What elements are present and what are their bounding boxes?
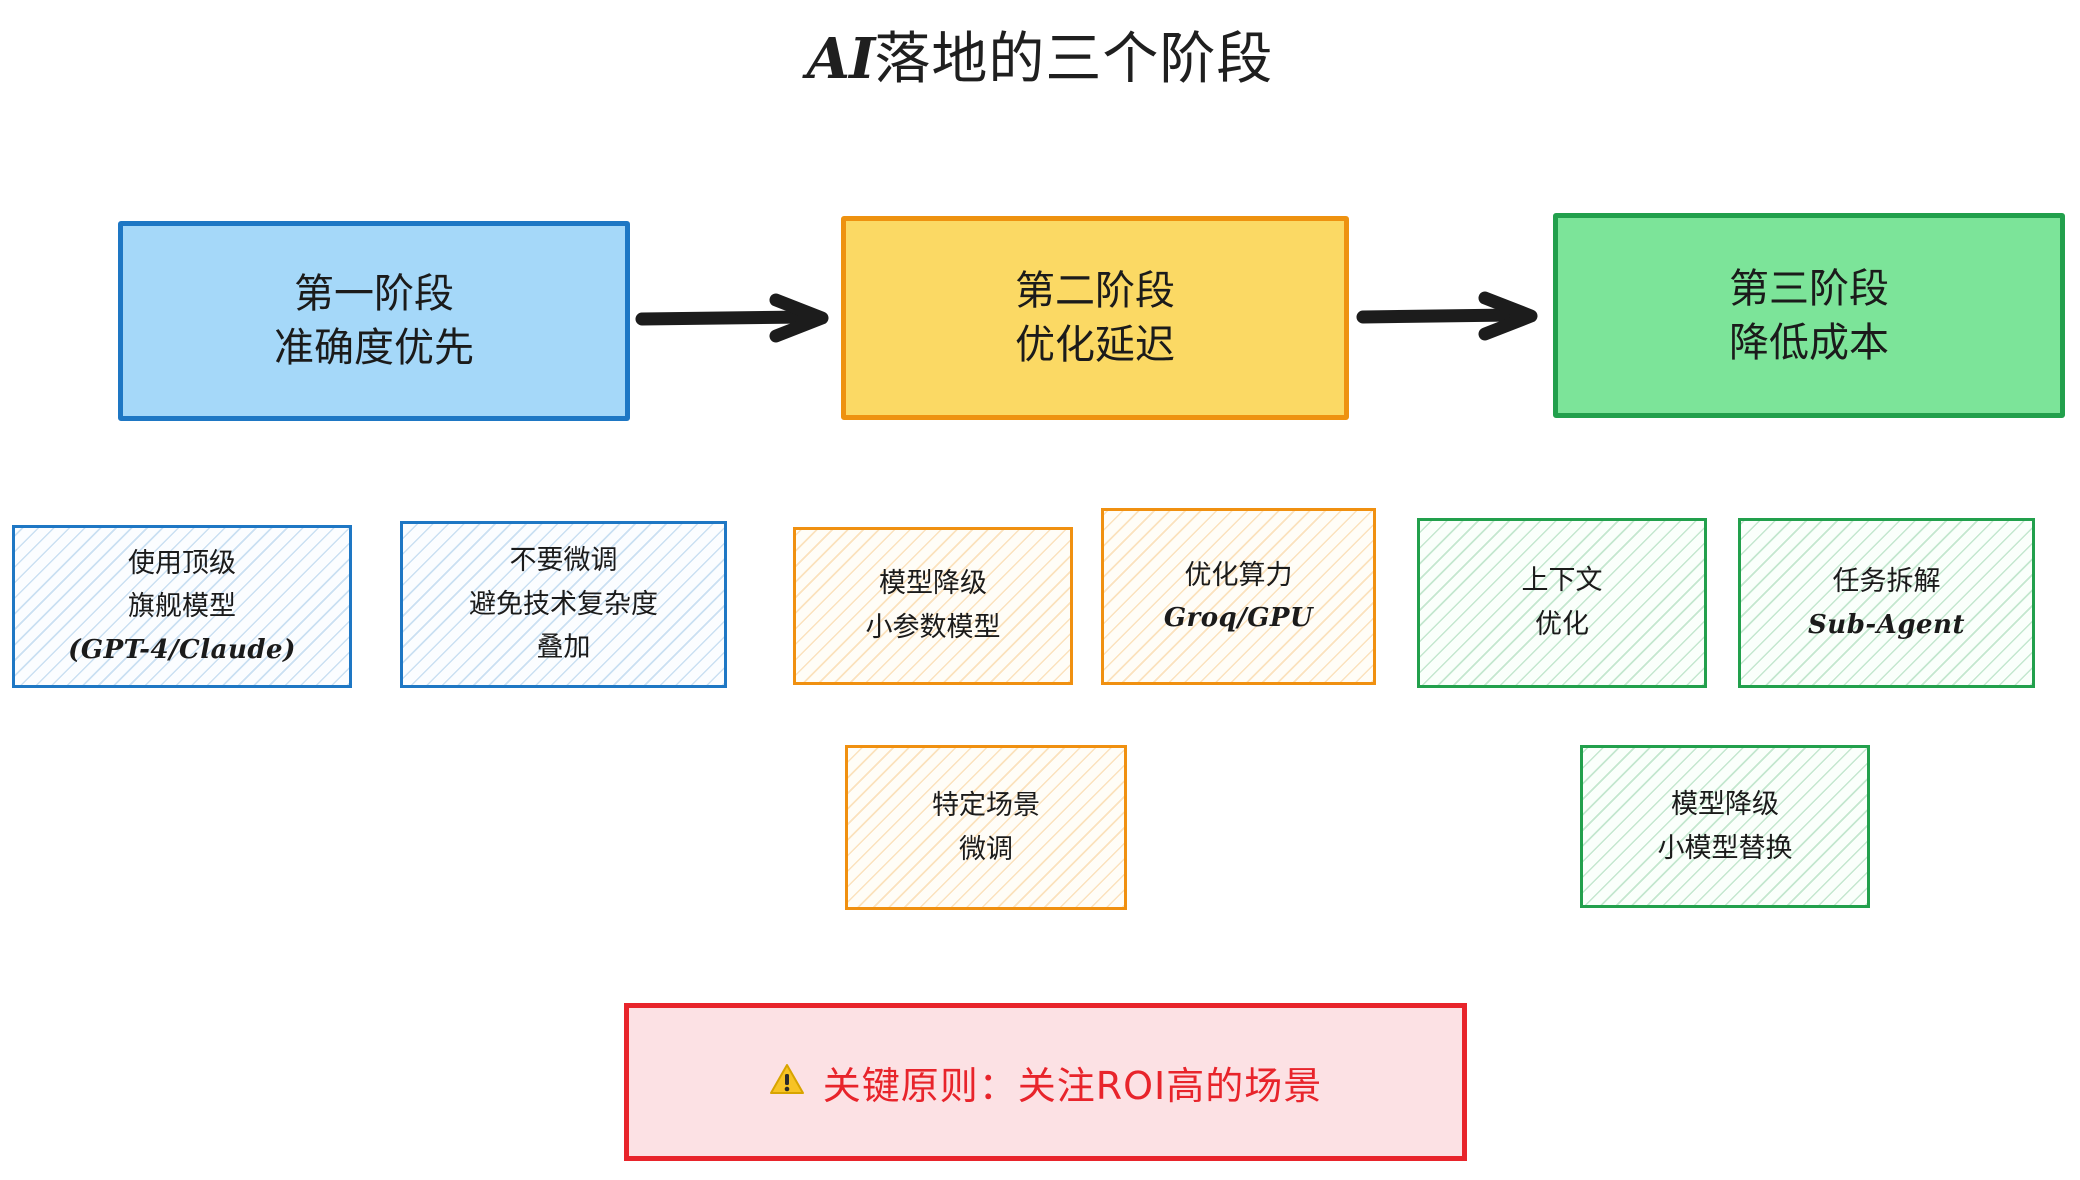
stage-1-line2: 准确度优先 xyxy=(274,325,474,371)
sub-box-specific-scenario-finetune[interactable]: 特定场景 微调 xyxy=(845,745,1127,910)
sub-3-line1: 模型降级 xyxy=(879,568,987,600)
key-principle-text: 关键原则：关注ROI高的场景 xyxy=(822,1063,1323,1108)
sub-box-model-downgrade-small-params[interactable]: 模型降级 小参数模型 xyxy=(793,527,1073,685)
sub-2-line2: 避免技术复杂度 xyxy=(469,588,658,620)
stage-box-2[interactable]: 第二阶段 优化延迟 xyxy=(841,216,1349,420)
sub-box-model-downgrade-replace[interactable]: 模型降级 小模型替换 xyxy=(1580,745,1870,908)
stage-box-1[interactable]: 第一阶段 准确度优先 xyxy=(118,221,630,421)
sub-2-line3: 叠加 xyxy=(536,632,591,664)
sub-5-line2: 优化 xyxy=(1535,609,1589,640)
sub-1-line1: 使用顶级 xyxy=(128,547,236,579)
warning-triangle-icon xyxy=(769,1063,805,1102)
sub-box-no-finetune[interactable]: 不要微调 避免技术复杂度 叠加 xyxy=(400,521,727,688)
key-principle-callout[interactable]: 关键原则：关注ROI高的场景 xyxy=(624,1003,1467,1161)
arrow-right-icon-2 xyxy=(1356,291,1543,341)
sub-7-line1: 特定场景 xyxy=(932,789,1040,821)
sub-box-context-optimization[interactable]: 上下文 优化 xyxy=(1417,518,1707,688)
title-cjk-part: 落地的三个阶段 xyxy=(874,27,1274,92)
stage-3-line2: 降低成本 xyxy=(1729,319,1889,366)
sub-1-line3: (GPT-4/Claude) xyxy=(68,635,296,666)
page-title: AI落地的三个阶段 xyxy=(0,14,2080,95)
stage-2-line2: 优化延迟 xyxy=(1015,322,1175,368)
stage-2-line1: 第二阶段 xyxy=(1015,268,1175,314)
sub-2-line1: 不要微调 xyxy=(509,544,618,576)
sub-5-line1: 上下文 xyxy=(1521,565,1603,597)
title-latin-part: AI xyxy=(806,26,876,92)
sub-8-line2: 小模型替换 xyxy=(1657,832,1793,864)
sub-6-line1: 任务拆解 xyxy=(1832,566,1941,598)
arrow-right-icon-1 xyxy=(635,293,836,343)
stage-3-line1: 第三阶段 xyxy=(1729,265,1889,312)
sub-8-line1: 模型降级 xyxy=(1671,788,1779,820)
sub-4-line1: 优化算力 xyxy=(1184,559,1293,591)
sub-1-line2: 旗舰模型 xyxy=(128,591,236,623)
stage-1-line1: 第一阶段 xyxy=(294,271,454,317)
sub-box-optimize-compute[interactable]: 优化算力 Groq/GPU xyxy=(1101,508,1376,685)
sub-6-line2: Sub-Agent xyxy=(1808,609,1965,640)
sub-7-line2: 微调 xyxy=(959,833,1013,865)
sub-3-line2: 小参数模型 xyxy=(865,612,1001,643)
stage-box-3[interactable]: 第三阶段 降低成本 xyxy=(1553,213,2065,418)
sub-box-use-flagship-model[interactable]: 使用顶级 旗舰模型 (GPT-4/Claude) xyxy=(12,525,352,688)
sub-4-line2: Groq/GPU xyxy=(1163,603,1314,634)
sub-box-task-decomposition[interactable]: 任务拆解 Sub-Agent xyxy=(1738,518,2035,688)
